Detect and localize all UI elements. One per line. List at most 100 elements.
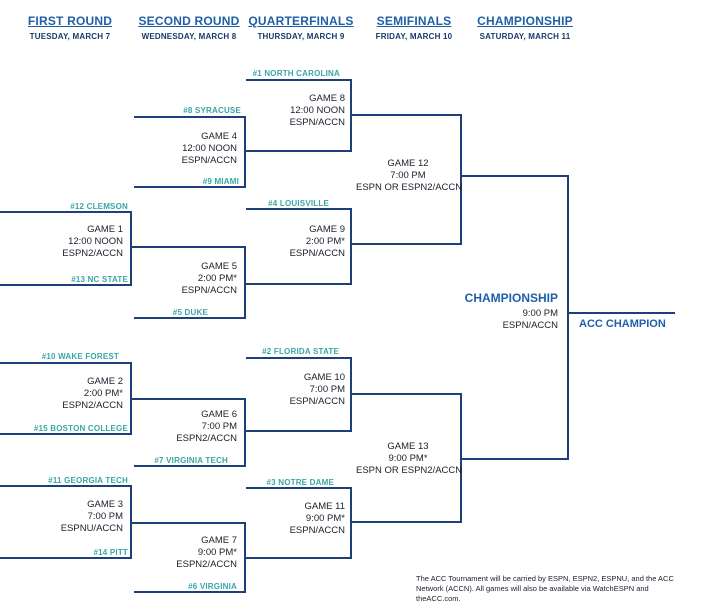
game-label: GAME 12 — [387, 158, 429, 169]
bracket-line — [132, 246, 245, 248]
game-tv: ESPN OR ESPN2/ACCN — [356, 182, 463, 193]
bracket-line — [352, 521, 461, 523]
bracket-line — [244, 522, 246, 593]
bracket-line — [244, 398, 246, 467]
bracket-line — [0, 362, 131, 364]
game-tv: ESPN2/ACCN — [176, 559, 237, 570]
bracket-line — [132, 398, 245, 400]
game-tv: ESPN/ACCN — [289, 396, 345, 407]
team-seed-6: #6 VIRGINIA — [188, 582, 237, 591]
game-time: 7:00 PM — [390, 170, 426, 181]
team-seed-3: #3 NOTRE DAME — [266, 478, 334, 487]
bracket-line — [350, 487, 352, 559]
bracket-line — [462, 175, 568, 177]
game-label: GAME 5 — [201, 261, 237, 272]
round-date: FRIDAY, MARCH 10 — [375, 32, 453, 41]
bracket-line — [246, 150, 351, 152]
team-seed-14: #14 PITT — [93, 548, 128, 557]
round-title: CHAMPIONSHIP — [477, 14, 573, 28]
game-tv: ESPN/ACCN — [289, 248, 345, 259]
round-header-first: FIRST ROUND TUESDAY, MARCH 7 — [5, 14, 135, 41]
game-5: GAME 5 2:00 PM* ESPN/ACCN — [182, 261, 237, 297]
championship-game: 9:00 PM ESPN/ACCN — [503, 308, 558, 332]
game-tv: ESPN2/ACCN — [62, 248, 123, 259]
game-7: GAME 7 9:00 PM* ESPN2/ACCN — [176, 535, 237, 571]
round-date: SATURDAY, MARCH 11 — [479, 32, 571, 41]
game-time: 9:00 PM* — [197, 547, 237, 558]
game-8: GAME 8 12:00 NOON ESPN/ACCN — [290, 93, 345, 129]
bracket-line — [246, 357, 351, 359]
bracket-line — [134, 591, 245, 593]
game-tv: ESPN/ACCN — [289, 117, 345, 128]
bracket-line — [246, 430, 351, 432]
round-title: SECOND ROUND — [138, 14, 240, 28]
bracket-line — [134, 465, 245, 467]
game-9: GAME 9 2:00 PM* ESPN/ACCN — [290, 224, 345, 260]
team-seed-15: #15 BOSTON COLLEGE — [33, 424, 128, 433]
round-header-quarterfinals: QUARTERFINALS THURSDAY, MARCH 9 — [236, 14, 366, 41]
bracket-line — [567, 175, 569, 460]
game-1: GAME 1 12:00 NOON ESPN2/ACCN — [62, 224, 123, 260]
game-label: GAME 8 — [309, 93, 345, 104]
team-seed-12: #12 CLEMSON — [70, 202, 128, 211]
game-11: GAME 11 9:00 PM* ESPN/ACCN — [290, 501, 345, 537]
game-tv: ESPN/ACCN — [181, 155, 237, 166]
game-time: 9:00 PM* — [305, 513, 345, 524]
game-time: 2:00 PM* — [305, 236, 345, 247]
bracket-line — [134, 317, 245, 319]
game-time: 12:00 NOON — [68, 236, 123, 247]
team-seed-10: #10 WAKE FOREST — [41, 352, 119, 361]
game-10: GAME 10 7:00 PM ESPN/ACCN — [290, 372, 345, 408]
bracket-line — [0, 284, 131, 286]
broadcast-footnote: The ACC Tournament will be carried by ES… — [416, 574, 674, 603]
game-time: 12:00 NOON — [290, 105, 345, 116]
bracket-line — [246, 208, 351, 210]
round-title: SEMIFINALS — [376, 14, 452, 28]
game-time: 7:00 PM — [201, 421, 237, 432]
bracket-line — [352, 393, 461, 395]
game-label: GAME 9 — [309, 224, 345, 235]
bracket-line — [350, 208, 352, 285]
bracket-line — [130, 362, 132, 435]
bracket-line — [134, 116, 245, 118]
bracket-line — [244, 246, 246, 319]
game-6: GAME 6 7:00 PM ESPN2/ACCN — [176, 409, 237, 445]
game-label: GAME 1 — [87, 224, 123, 235]
team-seed-9: #9 MIAMI — [202, 177, 239, 186]
game-time: 9:00 PM* — [388, 453, 428, 464]
round-header-second: SECOND ROUND WEDNESDAY, MARCH 8 — [124, 14, 254, 41]
team-seed-4: #4 LOUISVILLE — [268, 199, 329, 208]
bracket-line — [569, 312, 675, 314]
championship-title: CHAMPIONSHIP — [464, 291, 558, 305]
round-title: FIRST ROUND — [27, 14, 113, 28]
game-tv: ESPN2/ACCN — [62, 400, 123, 411]
bracket-line — [350, 357, 352, 432]
game-12: GAME 12 7:00 PM ESPN OR ESPN2/ACCN — [356, 158, 463, 194]
game-label: GAME 11 — [304, 501, 345, 512]
game-label: GAME 7 — [201, 535, 237, 546]
game-time: 2:00 PM* — [197, 273, 237, 284]
team-seed-2: #2 FLORIDA STATE — [262, 347, 339, 356]
bracket-line — [246, 557, 351, 559]
game-tv: ESPN/ACCN — [181, 285, 237, 296]
team-seed-7: #7 VIRGINIA TECH — [154, 456, 228, 465]
team-seed-8: #8 SYRACUSE — [183, 106, 241, 115]
bracket-line — [0, 433, 131, 435]
round-date: WEDNESDAY, MARCH 8 — [141, 32, 237, 41]
game-label: GAME 10 — [303, 372, 345, 383]
game-time: 2:00 PM* — [83, 388, 123, 399]
game-label: GAME 4 — [201, 131, 237, 142]
game-label: GAME 2 — [87, 376, 123, 387]
team-seed-11: #11 GEORGIA TECH — [48, 476, 128, 485]
bracket-line — [0, 557, 131, 559]
team-seed-1: #1 NORTH CAROLINA — [252, 69, 340, 78]
bracket-line — [246, 283, 351, 285]
round-date: THURSDAY, MARCH 9 — [257, 32, 345, 41]
round-header-semifinals: SEMIFINALS FRIDAY, MARCH 10 — [349, 14, 479, 41]
team-seed-13: #13 NC STATE — [71, 275, 128, 284]
bracket-line — [244, 116, 246, 188]
bracket-line — [0, 485, 131, 487]
game-3: GAME 3 7:00 PM ESPNU/ACCN — [61, 499, 123, 535]
bracket-line — [134, 186, 245, 188]
bracket-line — [350, 79, 352, 152]
